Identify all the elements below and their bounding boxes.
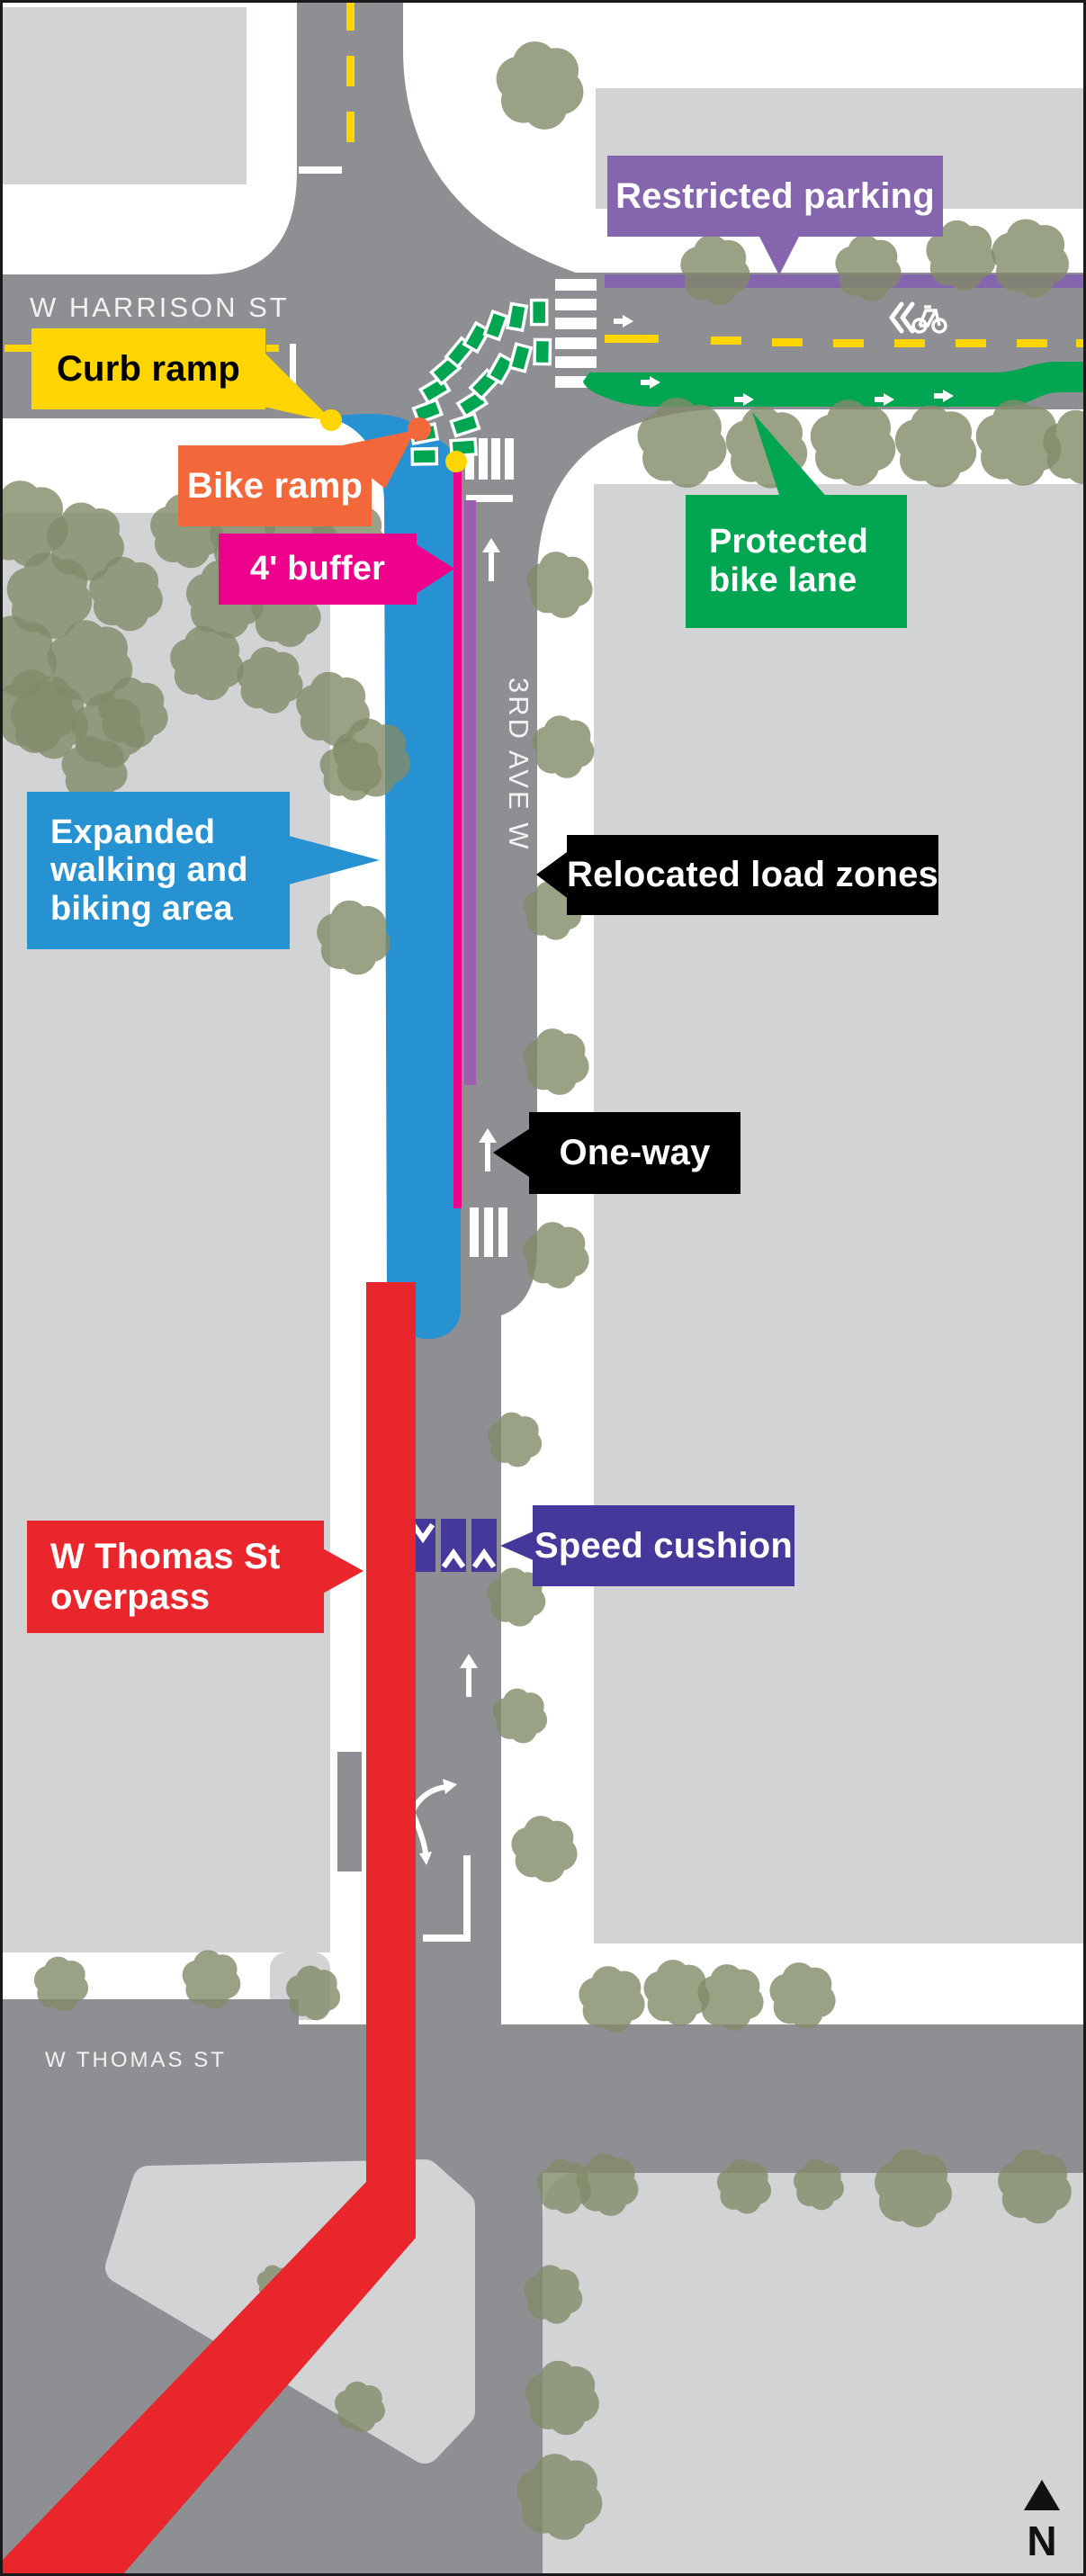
tree-icon — [182, 1950, 241, 2009]
tree-icon — [992, 219, 1069, 298]
callout-speed-cushion: Speed cushion — [533, 1505, 794, 1586]
tree-icon — [492, 1688, 548, 1744]
tree-icon — [532, 715, 595, 778]
tree-icon — [89, 556, 163, 632]
tree-icon — [576, 2153, 639, 2216]
tree-icon — [0, 480, 68, 567]
tree-icon — [333, 718, 410, 797]
tree-icon — [835, 235, 902, 301]
crossbike-dashes — [408, 298, 552, 466]
callout-restricted-label: Restricted parking — [615, 175, 935, 216]
callout-expanded-label: Expanded walking and biking area — [50, 812, 248, 928]
north-label: N — [1027, 2518, 1056, 2564]
tree-icon — [317, 900, 390, 975]
road-markings — [4, 0, 1086, 1942]
curb-ramp-dot — [320, 409, 342, 431]
tree-icon — [894, 405, 977, 488]
callout-bike-ramp: Bike ramp — [178, 445, 372, 526]
protected-bike-lane — [583, 362, 1086, 407]
callout-bike-ramp-label: Bike ramp — [186, 465, 363, 506]
callout-curb-ramp: Curb ramp — [31, 328, 265, 409]
tree-icon — [794, 2159, 844, 2211]
callout-one-way: One-way — [529, 1112, 740, 1194]
tree-icon — [0, 669, 77, 752]
callout-speed-cushion-label: Speed cushion — [534, 1525, 794, 1566]
callout-buffer: 4' buffer — [219, 534, 417, 605]
tree-icon — [579, 1966, 645, 2033]
callout-buffer-label: 4' buffer — [249, 550, 386, 588]
tree-icon — [487, 1412, 543, 1468]
bike-ramp-dot — [408, 417, 431, 441]
curb-ramp-dot — [445, 451, 467, 472]
street-label-third-ave: 3RD AVE W — [503, 678, 534, 852]
callout-protected: Protected bike lane — [686, 495, 907, 628]
tree-icon — [998, 2149, 1072, 2224]
tree-icon — [237, 647, 303, 714]
tree-icon — [516, 2454, 603, 2540]
callout-one-way-label: One-way — [559, 1133, 711, 1173]
callout-overpass: W Thomas St overpass — [27, 1521, 324, 1633]
street-label-thomas: W THOMAS ST — [45, 2048, 227, 2072]
callout-relocated: Relocated load zones — [567, 835, 938, 915]
building-blocks — [2, 7, 1086, 2576]
tree-icon — [536, 2159, 592, 2214]
tree-icon — [6, 552, 93, 639]
tree-icon — [71, 693, 145, 768]
trees — [0, 41, 1086, 2540]
callout-protected-label: Protected bike lane — [709, 523, 869, 599]
street-label-harrison: W HARRISON ST — [30, 292, 290, 323]
north-arrow-icon: N — [1024, 2480, 1060, 2564]
tree-icon — [926, 220, 996, 292]
bike-glyph-icon — [911, 305, 947, 334]
tree-icon — [526, 552, 593, 618]
callout-relocated-label: Relocated load zones — [567, 855, 938, 895]
tree-icon — [697, 1964, 764, 2031]
tree-icon — [680, 234, 750, 306]
tree-icon — [523, 1028, 589, 1095]
tree-icon — [716, 2159, 772, 2214]
tree-icon — [170, 625, 244, 701]
tree-icon — [525, 2360, 599, 2436]
tree-icon — [875, 2149, 952, 2228]
callout-overpass-label: W Thomas St overpass — [50, 1536, 281, 1617]
speed-cushions — [410, 1519, 497, 1572]
tree-icon — [810, 399, 896, 486]
bike-lane-arrows — [641, 376, 954, 406]
tree-icon — [769, 1962, 836, 2029]
tree-icon — [496, 41, 584, 130]
callout-curb-ramp-label: Curb ramp — [56, 348, 241, 389]
buffer-line — [453, 468, 462, 1208]
tree-icon — [637, 398, 727, 488]
expanded-walking-biking-area — [324, 414, 461, 1340]
callout-restricted: Restricted parking — [607, 156, 943, 237]
load-zone-stripe — [464, 500, 476, 1085]
thomas-overpass-band — [0, 1282, 416, 2576]
sharrow-icon — [889, 301, 915, 334]
tree-icon — [524, 2265, 583, 2324]
tree-icon — [643, 1960, 710, 2026]
callout-expanded: Expanded walking and biking area — [27, 792, 290, 949]
one-way-arrows — [460, 538, 500, 1697]
tree-icon — [335, 2381, 386, 2433]
tree-icon — [296, 671, 370, 747]
tree-icon — [33, 1956, 89, 2012]
tree-icon — [523, 1222, 589, 1288]
tree-icon — [511, 1816, 578, 1882]
tree-icon — [1043, 409, 1086, 485]
tree-icon — [487, 1567, 546, 1627]
tree-icon — [285, 1965, 341, 2021]
